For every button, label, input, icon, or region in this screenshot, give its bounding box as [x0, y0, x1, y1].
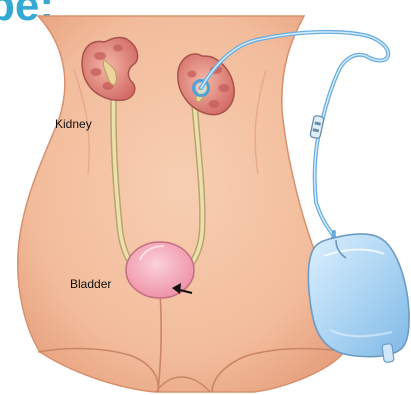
- kidney-label: Kidney: [55, 117, 92, 131]
- tube-connector-icon: [310, 115, 324, 139]
- bladder-organ: [126, 242, 194, 298]
- drainage-bag-body: [308, 234, 409, 357]
- bladder-label: Bladder: [70, 277, 111, 291]
